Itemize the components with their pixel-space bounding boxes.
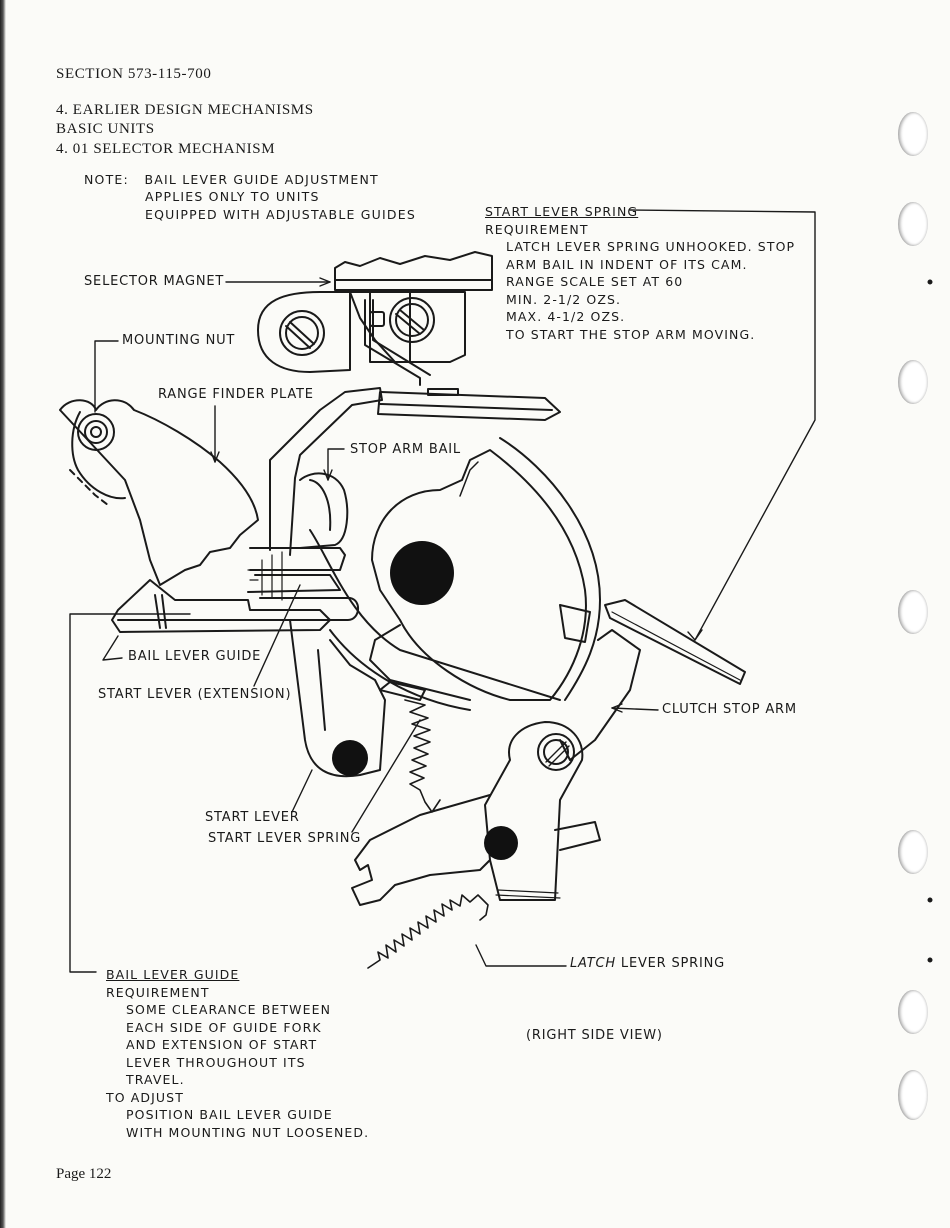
selector-magnet-housing xyxy=(334,251,493,386)
label-start-lever-extension: START LEVER (EXTENSION) xyxy=(98,687,292,702)
frame-bail-lever-guide xyxy=(59,399,359,633)
note-line-1: BAIL LEVER GUIDE ADJUSTMENT xyxy=(144,172,379,187)
leader-lines xyxy=(69,209,816,973)
label-stop-arm-bail: STOP ARM BAIL xyxy=(350,442,461,457)
label-mounting-nut: MOUNTING NUT xyxy=(122,333,236,348)
bail-guide-req-heading: REQUIREMENT xyxy=(106,984,210,1000)
start-spring-req-line-3: RANGE SCALE SET AT 60 xyxy=(506,274,684,289)
margin-marks xyxy=(927,279,933,963)
leader-stop-arm-bail xyxy=(327,448,345,481)
leader-start-lever-spring-req xyxy=(629,209,816,641)
binder-hole-5 xyxy=(898,830,928,874)
start-lever-spring-coil xyxy=(404,699,441,813)
binder-hole-2 xyxy=(898,202,928,246)
bail-guide-req-line-1: SOME CLEARANCE BETWEEN xyxy=(126,1002,332,1017)
cam-shaft-hole xyxy=(390,541,454,605)
binder-hole-7 xyxy=(898,1070,928,1120)
start-spring-req-line-4: MIN. 2-1/2 OZS. xyxy=(506,291,622,307)
bail-guide-req-line-4: LEVER THROUGHOUT ITS xyxy=(126,1054,306,1070)
start-spring-req-heading: REQUIREMENT xyxy=(485,221,589,237)
note-line-3: EQUIPPED WITH ADJUSTABLE GUIDES xyxy=(145,206,416,222)
bail-guide-adjust-line-2: WITH MOUNTING NUT LOOSENED. xyxy=(126,1124,370,1140)
label-latch-rest: LEVER SPRING xyxy=(615,956,726,971)
bail-guide-requirement: BAIL LEVER GUIDE REQUIREMENT SOME CLEARA… xyxy=(106,966,369,1141)
label-range-finder-plate: RANGE FINDER PLATE xyxy=(158,387,314,402)
mounting-nut xyxy=(77,413,115,451)
label-start-lever-spring: START LEVER SPRING xyxy=(208,831,362,846)
heading-selector-mechanism: 4. 01 SELECTOR MECHANISM xyxy=(56,141,276,157)
label-latch-italic: LATCH xyxy=(570,956,616,971)
leader-start-lever-spring xyxy=(351,719,421,833)
note-lead: NOTE: xyxy=(84,172,129,187)
bail-guide-req-line-5: TRAVEL. xyxy=(126,1072,185,1087)
leader-clutch-stop-arm xyxy=(611,707,659,711)
binder-hole-1 xyxy=(898,112,928,156)
cam-disk xyxy=(369,437,601,701)
start-spring-req-line-2: ARM BAIL IN INDENT OF ITS CAM. xyxy=(506,256,748,272)
page-number: Page 122 xyxy=(56,1166,112,1182)
leader-arrowhead-a xyxy=(687,629,703,641)
start-spring-req-line-1: LATCH LEVER SPRING UNHOOKED. STOP xyxy=(506,239,796,254)
leader-bail-guide-req xyxy=(69,613,191,973)
note-block: NOTE: BAIL LEVER GUIDE ADJUSTMENT APPLIE… xyxy=(84,171,416,223)
range-finder-plate-rails xyxy=(377,388,561,421)
leader-bail-lever-guide xyxy=(102,635,123,661)
leader-start-lever-extension xyxy=(253,584,301,687)
hook-lever-part xyxy=(351,794,491,906)
label-selector-magnet: SELECTOR MAGNET xyxy=(84,274,225,289)
label-clutch-stop-arm: CLUTCH STOP ARM xyxy=(662,702,797,717)
label-bail-lever-guide: BAIL LEVER GUIDE xyxy=(128,649,262,664)
latch-lever-part xyxy=(484,721,601,901)
label-latch-lever-spring: LATCH LEVER SPRING xyxy=(570,956,725,971)
page-binding-edge xyxy=(0,0,6,1228)
bail-guide-title: BAIL LEVER GUIDE xyxy=(106,967,240,982)
heading-earlier-design: 4. EARLIER DESIGN MECHANISMS xyxy=(56,102,314,118)
stop-arm-bail-part xyxy=(247,387,383,601)
label-start-lever: START LEVER xyxy=(205,810,300,825)
bail-guide-adjust-line-1: POSITION BAIL LEVER GUIDE xyxy=(126,1107,333,1122)
start-spring-title: START LEVER SPRING xyxy=(485,204,639,219)
start-lever-body xyxy=(289,529,561,778)
start-spring-req-line-6: TO START THE STOP ARM MOVING. xyxy=(506,326,756,342)
start-spring-requirement: START LEVER SPRING REQUIREMENT LATCH LEV… xyxy=(485,203,795,343)
note-line-2: APPLIES ONLY TO UNITS xyxy=(145,189,320,205)
heading-basic-units: BASIC UNITS xyxy=(56,121,155,137)
binder-hole-3 xyxy=(898,360,928,404)
leader-start-lever xyxy=(291,769,313,813)
start-spring-req-line-5: MAX. 4-1/2 OZS. xyxy=(506,309,626,324)
leader-latch-lever-spring xyxy=(475,944,567,967)
latch-lever-pivot-hole xyxy=(484,826,518,860)
bail-guide-adjust-heading: TO ADJUST xyxy=(106,1089,184,1105)
label-right-side-view: (RIGHT SIDE VIEW) xyxy=(526,1028,663,1043)
bail-guide-req-line-3: AND EXTENSION OF START xyxy=(126,1037,318,1052)
start-lever-pivot-hole xyxy=(332,740,368,776)
latch-lever-spring-coil xyxy=(367,894,489,969)
section-number: SECTION 573-115-700 xyxy=(56,66,212,82)
bail-guide-req-line-2: EACH SIDE OF GUIDE FORK xyxy=(126,1019,322,1035)
leader-mounting-nut xyxy=(94,340,119,413)
armature-plate xyxy=(257,291,435,373)
clutch-stop-arm-part xyxy=(559,599,746,761)
binder-hole-6 xyxy=(898,990,928,1034)
binder-hole-4 xyxy=(898,590,928,634)
